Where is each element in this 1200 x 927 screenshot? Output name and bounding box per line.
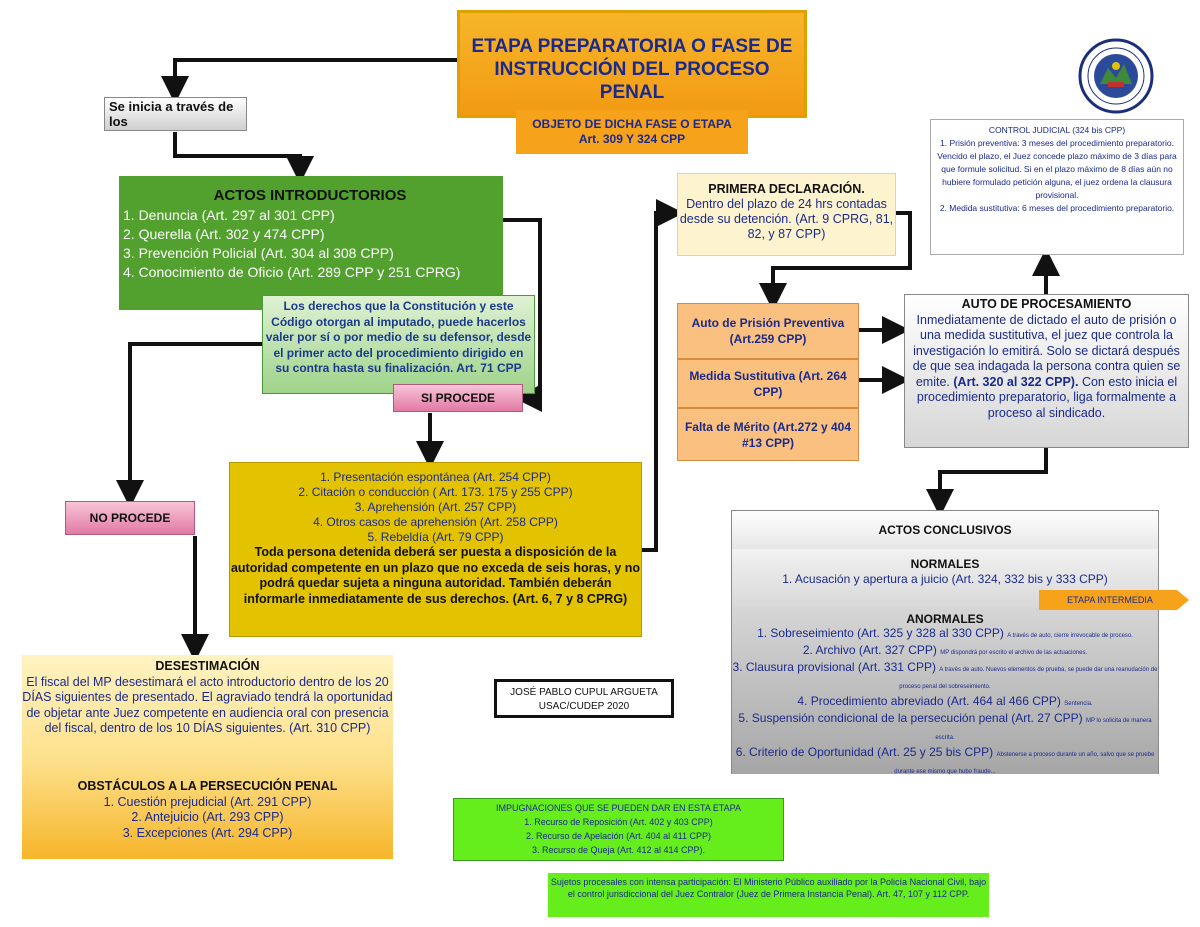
impugnaciones-item: 2. Recurso de Apelación (Art. 404 al 411…	[526, 831, 711, 841]
aprehension-item: 4. Otros casos de aprehensión (Art. 258 …	[313, 515, 558, 529]
auto-procesamiento-text: Inmediatamente de dictado el auto de pri…	[905, 313, 1188, 422]
impugnaciones-title: IMPUGNACIONES QUE SE PUEDEN DAR EN ESTA …	[495, 803, 742, 813]
obstaculos-item: 1. Cuestión prejudicial (Art. 291 CPP)	[103, 794, 312, 809]
actos-introductorios-box: ACTOS INTRODUCTORIOS 1. Denuncia (Art. 2…	[119, 176, 503, 310]
inicia-text: Se inicia a través de los	[109, 99, 234, 129]
actos-introductorios-item: 3. Prevención Policial (Art. 304 al 308 …	[123, 245, 394, 261]
objeto-box: OBJETO DE DICHA FASE O ETAPA Art. 309 Y …	[516, 110, 748, 154]
etapa-intermedia-label: ETAPA INTERMEDIA	[1067, 595, 1153, 605]
actos-introductorios-item: 1. Denuncia (Art. 297 al 301 CPP)	[123, 207, 335, 223]
main-title-box: ETAPA PREPARATORIA O FASE DE INSTRUCCIÓN…	[457, 10, 807, 118]
si-procede-box: SI PROCEDE	[393, 384, 523, 412]
inicia-box: Se inicia a través de los	[104, 97, 247, 131]
tag-arrow-shape	[1039, 590, 1189, 610]
anormales-item-text: 1. Sobreseimiento (Art. 325 y 328 al 330…	[757, 626, 1004, 640]
auto-procesamiento-box: AUTO DE PROCESAMIENTO Inmediatamente de …	[904, 294, 1189, 448]
arrow-inicia-to-actos	[173, 132, 314, 184]
impugnaciones-item: 1. Recurso de Reposición (Art. 402 y 403…	[524, 817, 713, 827]
anormales-item-note: MP dispondrá por escrito el archivo de l…	[940, 650, 1088, 656]
anormales-item: 1. Sobreseimiento (Art. 325 y 328 al 330…	[732, 626, 1158, 643]
anormales-item-text: 2. Archivo (Art. 327 CPP)	[802, 643, 937, 657]
main-title-line-2: INSTRUCCIÓN DEL PROCESO	[494, 59, 770, 80]
author-affiliation: USAC/CUDEP 2020	[538, 701, 630, 712]
aprehension-note: Toda persona detenida deberá ser puesta …	[230, 545, 641, 606]
anormales-item-note: Sentencia.	[1064, 701, 1093, 707]
primera-declaracion-text: Dentro del plazo de 24 hrs contadas desd…	[679, 197, 894, 241]
no-procede-box: NO PROCEDE	[65, 501, 195, 535]
control-judicial-title: CONTROL JUDICIAL (324 bis CPP)	[988, 125, 1126, 135]
anormales-item-text: 6. Criterio de Oportunidad (Art. 25 y 25…	[735, 745, 994, 759]
anormales-item: 4. Procedimiento abreviado (Art. 464 al …	[732, 694, 1158, 711]
anormales-item-text: 4. Procedimiento abreviado (Art. 464 al …	[797, 694, 1061, 708]
actos-conclusivos-box: ACTOS CONCLUSIVOS NORMALES 1. Acusación …	[731, 510, 1159, 775]
main-title-line-1: ETAPA PREPARATORIA O FASE DE	[471, 36, 793, 57]
actos-conclusivos-title: ACTOS CONCLUSIVOS	[732, 511, 1158, 549]
impugnaciones-box: IMPUGNACIONES QUE SE PUEDEN DAR EN ESTA …	[453, 798, 784, 861]
normales-title: NORMALES	[910, 557, 980, 571]
anormales-item-text: 5. Suspensión condicional de la persecuc…	[738, 711, 1083, 725]
derechos-box: Los derechos que la Constitución y este …	[262, 295, 535, 394]
aprehension-item: 5. Rebeldía (Art. 79 CPP)	[367, 530, 504, 544]
no-procede-label: NO PROCEDE	[89, 511, 171, 525]
actos-introductorios-title: ACTOS INTRODUCTORIOS	[213, 187, 407, 204]
aprehension-item: 2. Citación o conducción ( Art. 173. 175…	[298, 485, 573, 499]
obstaculos-item: 2. Antejuicio (Art. 293 CPP)	[131, 810, 284, 824]
actos-introductorios-item: 4. Conocimiento de Oficio (Art. 289 CPP …	[123, 264, 461, 280]
anormales-item: 3. Clausura provisional (Art. 331 CPP) A…	[732, 660, 1158, 694]
aprehension-item: 1. Presentación espontánea (Art. 254 CPP…	[320, 470, 551, 484]
option-label: Medida Sustitutiva (Art. 264 CPP)	[689, 368, 847, 399]
anormales-item-note: Abstenerse a proceso durante un año, sal…	[894, 752, 1155, 775]
normales-item: 1. Acusación y apertura a juicio (Art. 3…	[782, 572, 1108, 586]
obstaculos-title: OBSTÁCULOS A LA PERSECUCIÓN PENAL	[77, 779, 338, 793]
option-label: Falta de Mérito (Art.272 y 404 #13 CPP)	[684, 419, 852, 450]
auto-procesamiento-text-1: Inmediatamente de dictado el auto de pri…	[912, 312, 1181, 389]
author-name: JOSÉ PABLO CUPUL ARGUETA	[510, 687, 658, 698]
aprehension-box: 1. Presentación espontánea (Art. 254 CPP…	[229, 462, 642, 637]
seal-icon	[1078, 38, 1154, 114]
sujetos-box: Sujetos procesales con intensa participa…	[548, 873, 989, 917]
desestimacion-title: DESESTIMACIÓN	[155, 659, 260, 673]
obstaculos-box: OBSTÁCULOS A LA PERSECUCIÓN PENAL 1. Cue…	[22, 762, 393, 859]
actos-introductorios-item: 2. Querella (Art. 302 y 474 CPP)	[123, 226, 325, 242]
primera-declaracion-title: PRIMERA DECLARACIÓN.	[708, 182, 865, 196]
aprehension-item: 3. Aprehensión (Art. 257 CPP)	[354, 500, 517, 514]
arrow-title-to-inicia	[161, 58, 458, 104]
arrow-aprehension-to-primera	[642, 199, 684, 552]
anormales-item-note: MP lo solicita de manera escrita.	[935, 718, 1152, 741]
anormales-item-note: A través de auto. Nuevos elementos de pr…	[899, 667, 1158, 690]
objeto-line-2: Art. 309 Y 324 CPP	[578, 132, 686, 146]
university-seal-logo	[1068, 38, 1164, 114]
auto-procesamiento-title: AUTO DE PROCESAMIENTO	[961, 297, 1132, 311]
option-medida-sustitutiva: Medida Sustitutiva (Art. 264 CPP)	[677, 359, 859, 408]
impugnaciones-item: 3. Recurso de Queja (Art. 412 al 414 CPP…	[531, 845, 706, 855]
option-falta-de-merito: Falta de Mérito (Art.272 y 404 #13 CPP)	[677, 408, 859, 461]
arrow-auto-to-conclusivos	[926, 448, 1048, 517]
sujetos-text: Sujetos procesales con intensa participa…	[550, 877, 987, 899]
anormales-item-text: 3. Clausura provisional (Art. 331 CPP)	[732, 660, 936, 674]
primera-declaracion-box: PRIMERA DECLARACIÓN. Dentro del plazo de…	[677, 173, 896, 256]
anormales-title: ANORMALES	[906, 612, 984, 626]
auto-procesamiento-ref: (Art. 320 al 322 CPP).	[953, 374, 1079, 389]
auto-procesamiento-text-2: Con esto inicia el procedimiento prepara…	[916, 374, 1178, 420]
main-title-line-3: PENAL	[599, 82, 665, 103]
author-box: JOSÉ PABLO CUPUL ARGUETA USAC/CUDEP 2020	[494, 679, 674, 718]
option-prision-preventiva: Auto de Prisión Preventiva (Art.259 CPP)	[677, 303, 859, 359]
obstaculos-item: 3. Excepciones (Art. 294 CPP)	[122, 825, 293, 840]
desestimacion-box: DESESTIMACIÓN El fiscal del MP desestima…	[22, 655, 393, 762]
anormales-item: 2. Archivo (Art. 327 CPP) MP dispondrá p…	[732, 643, 1158, 660]
actos-anormales-section: ANORMALES 1. Sobreseimiento (Art. 325 y …	[732, 607, 1158, 775]
option-label: Auto de Prisión Preventiva (Art.259 CPP)	[691, 316, 845, 346]
desestimacion-text: El fiscal del MP desestimará el acto int…	[22, 674, 393, 736]
etapa-intermedia-tag: ETAPA INTERMEDIA	[1039, 590, 1189, 610]
control-judicial-box: CONTROL JUDICIAL (324 bis CPP) 1. Prisió…	[930, 119, 1184, 255]
derechos-text: Los derechos que la Constitución y este …	[265, 299, 532, 375]
anormales-item: 5. Suspensión condicional de la persecuc…	[732, 711, 1158, 745]
anormales-item-note: A través de auto, cierre irrevocable de …	[1007, 633, 1133, 639]
anormales-item: 6. Criterio de Oportunidad (Art. 25 y 25…	[732, 745, 1158, 779]
objeto-line-1: OBJETO DE DICHA FASE O ETAPA	[532, 117, 732, 131]
control-judicial-item: 2. Medida sustitutiva: 6 meses del proce…	[939, 203, 1175, 213]
control-judicial-item: 1. Prisión preventiva: 3 meses del proce…	[937, 138, 1177, 200]
si-procede-label: SI PROCEDE	[420, 391, 495, 405]
